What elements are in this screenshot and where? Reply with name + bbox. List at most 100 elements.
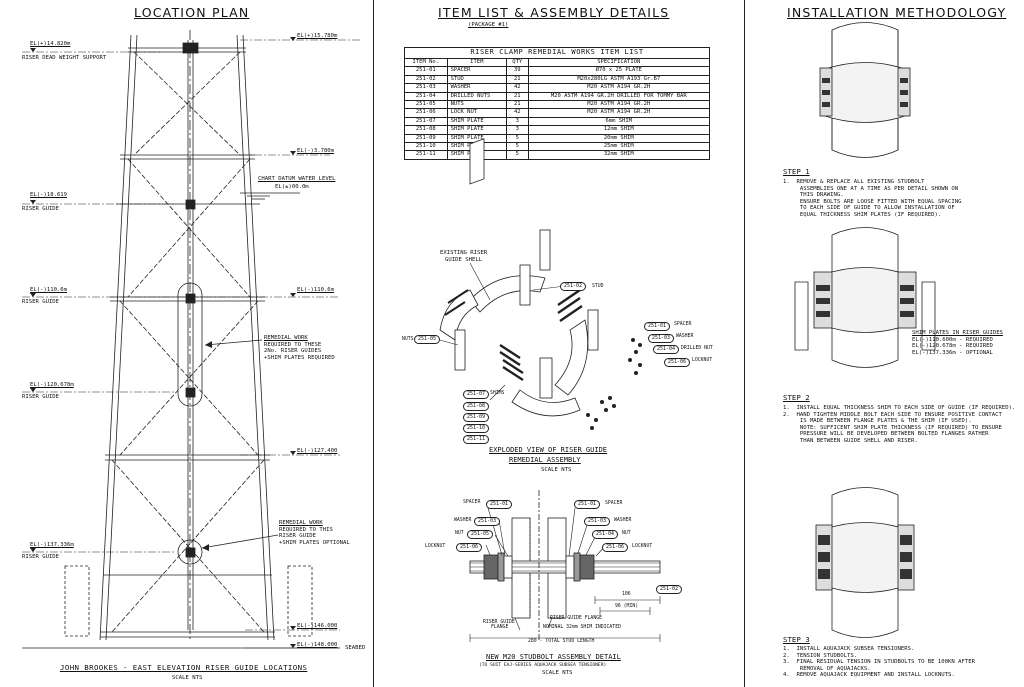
item-qty-cell: 5 <box>506 150 529 160</box>
tag-locknut-label: LOCKNUT <box>692 358 713 363</box>
col-qty: QTY <box>506 57 529 68</box>
location-footer-scale: SCALE NTS <box>172 675 203 681</box>
item-name-cell: SHIM PLATE <box>446 125 508 135</box>
item-list-panel: ITEM LIST & ASSEMBLY DETAILS (PACKAGE #1… <box>374 0 742 687</box>
item-no-cell: 251-09 <box>404 133 448 143</box>
item-table-caption: RISER CLAMP REMEDIAL WORKS ITEM LIST <box>404 47 710 59</box>
item-no-cell: 251-11 <box>404 150 448 160</box>
jacket-elevation-drawing <box>22 30 360 649</box>
stud-left-locknut-label: LOCKNUT <box>425 544 446 549</box>
remedial-note-2-line-2: REQUIRED TO THIS <box>279 526 333 533</box>
item-qty-cell: 3 <box>506 116 529 127</box>
item-name-cell: WASHER <box>446 83 508 93</box>
item-spec-cell: M20 ASTM A194 GR.2H DRILLED FOR TOMMY BA… <box>527 91 711 101</box>
step3-line: 3. FINAL RESIDUAL TENSION IN STUDBOLTS T… <box>783 659 975 666</box>
exploded-view-scale: SCALE NTS <box>541 467 572 473</box>
location-plan-title: LOCATION PLAN <box>134 5 250 20</box>
chart-datum-elevation: EL(±)00.0m <box>275 184 309 190</box>
item-name-cell: SHIM PLATE <box>446 141 508 152</box>
item-qty-cell: 5 <box>506 141 529 152</box>
tag-shims-label: SHIMS <box>490 391 505 396</box>
stud-left-251-03: 251-03 <box>474 517 501 526</box>
dead-weight-support-label: RISER DEAD WEIGHT SUPPORT <box>22 55 107 61</box>
shim-plates-line-2: EL(-)120.678m - REQUIRED <box>912 343 993 350</box>
elevation-label-1: EL(+)14.820m <box>30 41 71 47</box>
item-qty-cell: 42 <box>506 83 529 93</box>
tag-251-05: 251-05 <box>414 335 441 344</box>
studbolt-subtitle: (TO SUIT EAJ-SERIES AQUAJACK SUBSEA TENS… <box>479 663 607 668</box>
step-2-text: 1. INSTALL EQUAL THICKNESS SHIM TO EACH … <box>783 405 1015 445</box>
item-no-cell: 251-03 <box>404 83 448 93</box>
item-spec-cell: 32mm SHIM <box>527 150 711 160</box>
stud-right-251-03: 251-03 <box>584 517 611 526</box>
col-item: ITEM <box>446 57 508 68</box>
tag-251-11: 251-11 <box>463 435 490 444</box>
stud-right-251-06: 251-06 <box>602 543 629 552</box>
elevation-label-8: EL(-)137.336m <box>30 542 74 548</box>
tag-washer-label: WASHER <box>676 334 694 339</box>
item-name-cell: SHIM PLATE <box>446 133 508 143</box>
seabed-label: SEABED <box>345 645 366 651</box>
step1-line: 1. REMOVE & REPLACE ALL EXISTING STUDBOL… <box>783 179 925 185</box>
item-spec-cell: 12mm SHIM <box>527 125 711 135</box>
stud-left-251-06: 251-06 <box>456 543 483 552</box>
tag-drilled-nut-label: DRILLED NUT <box>681 346 713 351</box>
tag-251-02: 251-02 <box>560 282 587 291</box>
item-name-cell: SPACER <box>446 66 508 76</box>
tag-251-09: 251-09 <box>463 413 490 422</box>
item-name-cell: NUTS <box>446 99 508 110</box>
tag-251-04: 251-04 <box>653 345 680 354</box>
stud-left-washer-label: WASHER <box>454 518 472 523</box>
item-list-title: ITEM LIST & ASSEMBLY DETAILS <box>438 5 670 20</box>
shim-plates-note: SHIM PLATES IN RISER GUIDES EL(-)110.600… <box>912 330 1003 356</box>
step-2-title: STEP 2 <box>783 393 810 402</box>
tag-251-08: 251-08 <box>463 402 490 411</box>
item-list-table: RISER CLAMP REMEDIAL WORKS ITEM LIST ITE… <box>404 47 711 160</box>
item-qty-cell: 21 <box>506 91 529 101</box>
tag-251-07: 251-07 <box>463 390 490 399</box>
item-qty-cell: 21 <box>506 99 529 110</box>
riser-guide-label-2: RISER GUIDE <box>22 299 60 305</box>
item-name-cell: STUD <box>446 74 508 85</box>
stud-left-251-05: 251-05 <box>467 530 494 539</box>
step2-line: IS MADE BETWEEN FLANGE PLATES & THE SHIM… <box>783 418 972 425</box>
item-spec-cell: 6mm SHIM <box>527 116 711 127</box>
stud-right-nut-label: NUT <box>622 531 631 536</box>
existing-shell-label: EXISTING RISER GUIDE SHELL <box>440 250 487 263</box>
tag-stud-label: STUD <box>592 284 604 289</box>
item-spec-cell: M20x280LG ASTM A193 Gr.B7 <box>527 74 711 85</box>
step1-line: TO EACH SIDE OF GUIDE TO ALLOW INSTALLAT… <box>783 205 955 212</box>
step1-line: EQUAL THICKNESS SHIM PLATES (IF REQUIRED… <box>783 211 942 218</box>
elevation-label-6: EL(-)120.678m <box>30 382 74 388</box>
item-no-cell: 251-06 <box>404 108 448 118</box>
item-qty-cell: 42 <box>506 108 529 118</box>
riser-guide-label-4: RISER GUIDE <box>22 554 60 560</box>
nominal-shim-label: NOMINAL 32mm SHIM INDICATED <box>543 625 621 630</box>
item-name-cell: DRILLED NUTS <box>446 91 508 101</box>
remedial-note-1: REMEDIAL WORK REQUIRED TO THESE 2No. RIS… <box>264 335 335 361</box>
installation-title: INSTALLATION METHODOLOGY <box>787 5 1007 20</box>
item-name-cell: LOCK NUT <box>446 108 508 118</box>
tag-251-10: 251-10 <box>463 424 490 433</box>
studbolt-scale: SCALE NTS <box>542 670 573 676</box>
divider-left <box>373 0 374 687</box>
step3-line: 2. TENSION STUDBOLTS. <box>783 652 858 659</box>
item-spec-cell: M20 ASTM A194 GR.2H <box>527 108 711 118</box>
elevation-label-3: EL(-)3.780m <box>297 148 335 154</box>
elevation-label-4: EL(-)18.619 <box>30 192 68 198</box>
item-spec-cell: Ø70 x 25 PLATE <box>527 66 711 76</box>
shim-plates-line-3: EL(-)137.336m - OPTIONAL <box>912 349 993 356</box>
flange-left-label: RISER GUIDE FLANGE <box>483 620 515 630</box>
item-spec-cell: M20 ASTM A194 GR.2H <box>527 99 711 110</box>
riser-guide-label-1: RISER GUIDE <box>22 206 60 212</box>
elevation-label-10: EL(-)148.000 <box>297 642 338 648</box>
item-name-cell: SHIM PLATE <box>446 150 508 160</box>
